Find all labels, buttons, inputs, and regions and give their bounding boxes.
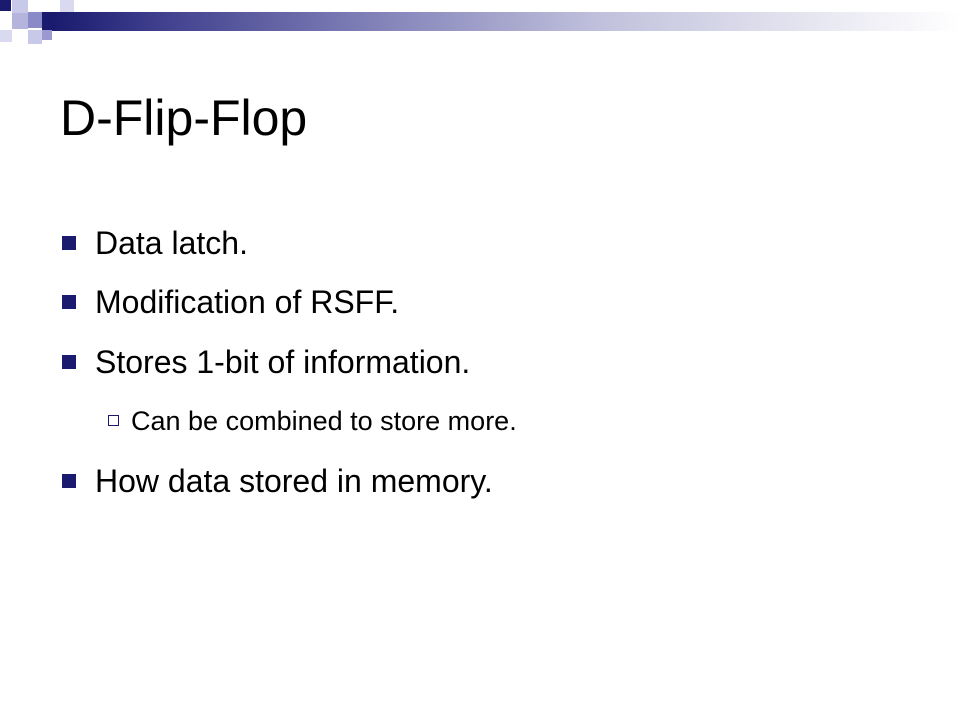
bullet-text: How data stored in memory.	[95, 463, 493, 499]
header-gradient-bar	[52, 12, 960, 31]
decorative-square	[28, 30, 42, 44]
decorative-square	[42, 30, 52, 40]
hollow-square-bullet-icon	[108, 415, 119, 426]
decorative-square	[28, 12, 42, 28]
decorative-square	[12, 0, 28, 13]
decorative-square	[60, 0, 74, 12]
decorative-square	[12, 13, 28, 29]
filled-square-bullet-icon	[62, 236, 76, 250]
decorative-square	[0, 30, 12, 42]
slide-title: D-Flip-Flop	[60, 90, 308, 146]
bullet-text: Modification of RSFF.	[95, 284, 400, 320]
filled-square-bullet-icon	[62, 355, 76, 369]
filled-square-bullet-icon	[62, 295, 76, 309]
sub-bullet-text: Can be combined to store more.	[131, 406, 517, 436]
bullet-text: Data latch.	[95, 225, 248, 261]
decorative-square	[0, 0, 11, 11]
bullet-text: Stores 1-bit of information.	[95, 344, 471, 380]
filled-square-bullet-icon	[62, 474, 76, 488]
